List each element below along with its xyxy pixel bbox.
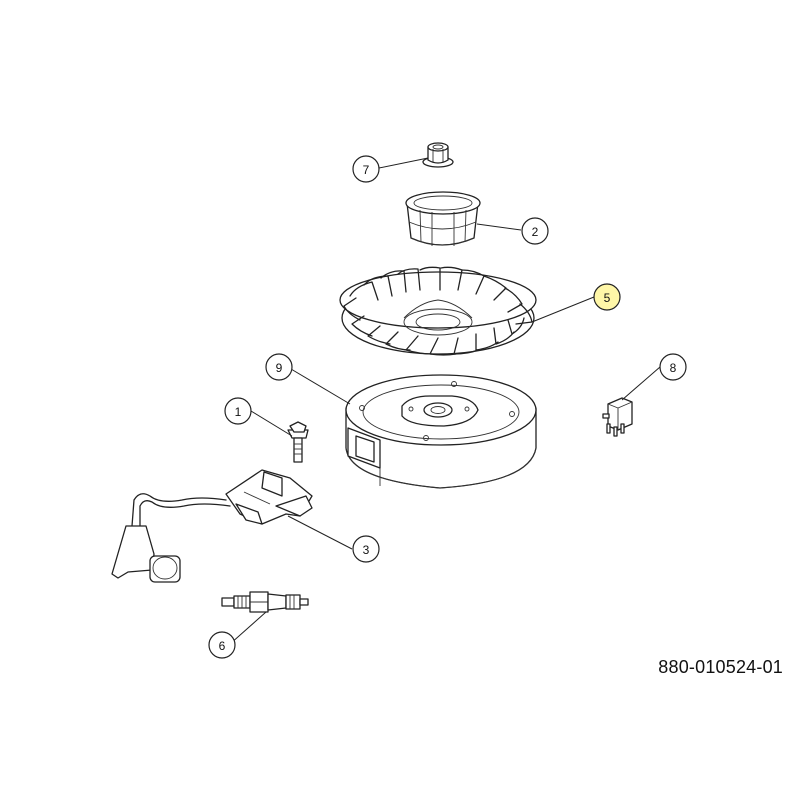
bolt-part [287, 421, 309, 463]
leader-7 [378, 157, 429, 169]
cooling-fan-part [339, 266, 537, 356]
leader-3 [287, 515, 353, 550]
flywheel-part [345, 374, 537, 489]
leader-6 [229, 611, 267, 645]
callout-9-label: 9 [276, 361, 283, 375]
ignition-coil-part [111, 469, 313, 583]
callout-5-label: 5 [604, 291, 611, 305]
callout-2-label: 2 [532, 225, 539, 239]
callout-5: 5 [593, 283, 621, 311]
switch-part [602, 397, 633, 437]
callout-6: 6 [208, 631, 236, 659]
callout-2: 2 [521, 217, 549, 245]
callout-3: 3 [352, 535, 380, 563]
callout-3-label: 3 [363, 543, 370, 557]
leader-9 [290, 368, 351, 405]
starter-cup-part [405, 191, 481, 246]
callout-6-label: 6 [219, 639, 226, 653]
document-number: 880-010524-01 [658, 657, 783, 677]
leader-1 [250, 410, 293, 437]
spark-plug-part [221, 591, 309, 613]
callout-1-label: 1 [235, 405, 242, 419]
leader-lines [229, 157, 661, 645]
callout-9: 9 [265, 353, 293, 381]
flange-nut-part [422, 142, 454, 168]
leader-2 [476, 223, 522, 231]
callout-1: 1 [224, 397, 252, 425]
callout-7: 7 [352, 155, 380, 183]
callout-8: 8 [659, 353, 687, 381]
leader-5 [531, 296, 595, 323]
callout-7-label: 7 [363, 163, 370, 177]
callout-8-label: 8 [670, 361, 677, 375]
leader-8 [621, 366, 661, 401]
